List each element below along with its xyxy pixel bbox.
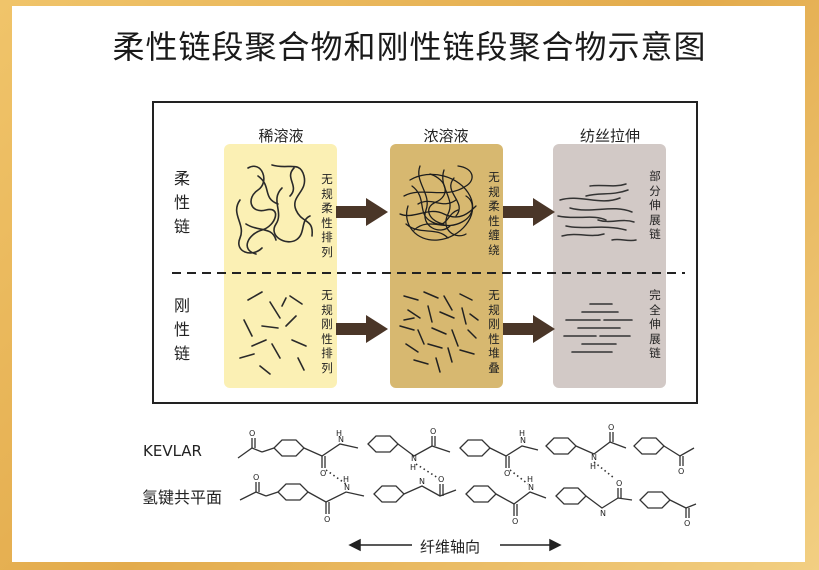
atom-hydrogen-label: H: [343, 475, 349, 484]
atom-nitrogen-label: N: [344, 483, 350, 492]
atom-oxygen-label: O: [504, 469, 510, 478]
atom-oxygen-label: O: [678, 467, 684, 476]
fiber-axis-label: 纤维轴向: [420, 538, 481, 556]
atom-oxygen-label: O: [684, 519, 690, 528]
atom-oxygen-label: O: [320, 469, 326, 478]
box-dilute-solution: [224, 144, 337, 388]
atom-oxygen-label: O: [438, 475, 444, 484]
atom-nitrogen-label: N: [600, 509, 606, 518]
atom-nitrogen-label: N: [528, 483, 534, 492]
desc-rigid-dilute: 无规刚性排列: [321, 288, 333, 375]
hydrogen-bond-coplanar-label: 氢键共平面: [142, 488, 223, 507]
arrow-right-icon: [503, 315, 555, 343]
column-heading-dilute: 稀溶液: [258, 127, 304, 145]
desc-flexible-concentrated: 无规柔性缠绕: [488, 170, 500, 257]
atom-nitrogen-label: N: [520, 436, 526, 445]
arrow-right-icon: [336, 198, 388, 226]
atom-oxygen-label: O: [253, 473, 259, 482]
atom-oxygen-label: O: [249, 429, 255, 438]
atom-nitrogen-label: N: [591, 453, 597, 462]
arrow-right-icon: [336, 315, 388, 343]
atom-nitrogen-label: N: [419, 477, 425, 486]
atom-hydrogen-label: H: [336, 429, 342, 438]
row-label-rigid: 刚性链: [173, 296, 190, 363]
kevlar-label: KEVLAR: [143, 442, 202, 460]
polymer-state-frame: [152, 101, 698, 404]
atom-oxygen-label: O: [616, 479, 622, 488]
desc-flexible-dilute: 无规柔性排列: [321, 172, 333, 259]
atom-nitrogen-label: N: [411, 454, 417, 463]
diagram-title: 柔性链段聚合物和刚性链段聚合物示意图: [112, 28, 707, 66]
atom-oxygen-label: O: [324, 515, 330, 524]
atom-oxygen-label: O: [430, 427, 436, 436]
atom-oxygen-label: O: [512, 517, 518, 526]
atom-hydrogen-label: H: [519, 429, 525, 438]
box-spinning-stretch: [553, 144, 666, 388]
desc-rigid-concentrated: 无规刚性堆叠: [488, 288, 500, 375]
arrow-right-icon: [503, 198, 555, 226]
atom-oxygen-label: O: [608, 423, 614, 432]
atom-hydrogen-label: H: [527, 475, 533, 484]
desc-flexible-spun: 部分伸展链: [649, 169, 661, 241]
atom-nitrogen-label: N: [338, 435, 344, 444]
desc-rigid-spun: 完全伸展链: [649, 288, 661, 360]
atom-hydrogen-label: H: [410, 463, 416, 472]
box-concentrated-solution: [390, 144, 503, 388]
column-heading-spun: 纺丝拉伸: [579, 127, 640, 145]
column-heading-concentrated: 浓溶液: [423, 127, 469, 145]
row-label-flexible: 柔性链: [173, 169, 190, 236]
atom-hydrogen-label: H: [590, 462, 596, 471]
